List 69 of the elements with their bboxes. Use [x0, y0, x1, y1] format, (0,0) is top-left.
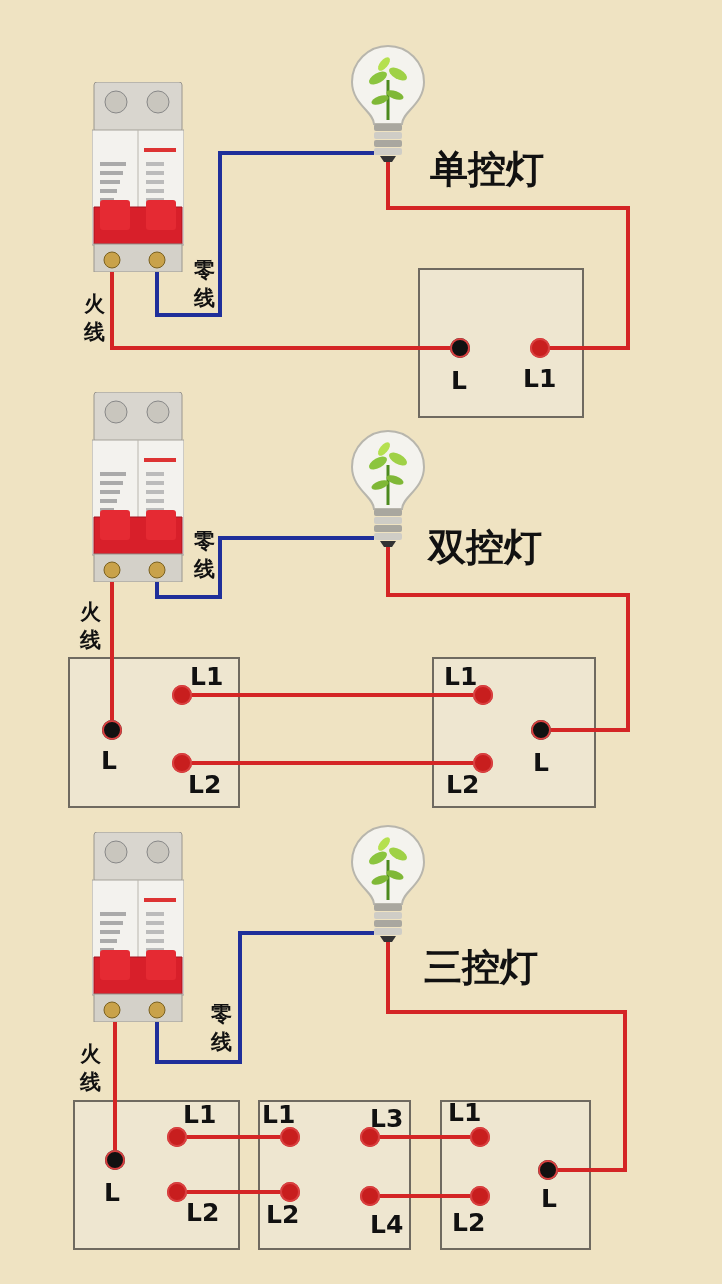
wire: [380, 1194, 470, 1198]
wire: [155, 151, 374, 317]
section-title: 三控灯: [424, 948, 538, 986]
switch-plate: [418, 268, 584, 418]
terminal-dot: [473, 753, 493, 773]
terminal-dot: [360, 1186, 380, 1206]
terminal-label: L4: [370, 1212, 404, 1237]
terminal-dot: [280, 1127, 300, 1147]
switch-plate: [440, 1100, 591, 1250]
terminal-label: L2: [186, 1200, 220, 1225]
wire: [386, 162, 630, 350]
switch-plate: [258, 1100, 411, 1250]
terminal-dot: [470, 1186, 490, 1206]
switch-plate: [432, 657, 596, 808]
wire: [192, 761, 473, 765]
terminal-label: L1: [523, 366, 557, 391]
switch-plate: [73, 1100, 240, 1250]
circuit-breaker-drawing: [92, 392, 184, 582]
terminal-label: L2: [452, 1210, 486, 1235]
terminal-label: L1: [183, 1102, 217, 1127]
wire-label: 零线: [194, 257, 216, 313]
terminal-dot: [102, 720, 122, 740]
terminal-label: L1: [448, 1100, 482, 1125]
wire: [386, 942, 627, 1172]
terminal-label: L3: [370, 1106, 404, 1131]
switch-plate: [68, 657, 240, 808]
wire: [110, 582, 114, 720]
wire-label: 火线: [80, 599, 102, 655]
terminal-dot: [167, 1182, 187, 1202]
terminal-label: L2: [446, 772, 480, 797]
terminal-dot: [105, 1150, 125, 1170]
section-title: 双控灯: [428, 528, 542, 566]
terminal-dot: [172, 753, 192, 773]
terminal-dot: [280, 1182, 300, 1202]
wire-label: 火线: [84, 291, 106, 347]
terminal-label: L: [104, 1180, 120, 1205]
terminal-label: L1: [262, 1102, 296, 1127]
terminal-label: L: [541, 1186, 557, 1211]
wire: [386, 547, 630, 732]
wire: [155, 931, 374, 1064]
wire-label: 零线: [211, 1001, 233, 1057]
terminal-dot: [530, 338, 550, 358]
section-title: 单控灯: [430, 150, 544, 188]
terminal-dot: [531, 720, 551, 740]
wire: [155, 536, 374, 599]
circuit-breaker-drawing: [92, 82, 184, 272]
terminal-label: L2: [188, 772, 222, 797]
wire: [380, 1135, 470, 1139]
terminal-label: L1: [190, 664, 224, 689]
terminal-dot: [450, 338, 470, 358]
terminal-label: L: [101, 748, 117, 773]
terminal-dot: [360, 1127, 380, 1147]
terminal-dot: [538, 1160, 558, 1180]
terminal-label: L2: [266, 1202, 300, 1227]
circuit-breaker-drawing: [92, 832, 184, 1022]
wire: [192, 693, 473, 697]
wire: [110, 272, 450, 350]
terminal-label: L1: [444, 664, 478, 689]
wire: [113, 1022, 117, 1150]
wire: [187, 1135, 280, 1139]
wire-label: 零线: [194, 528, 216, 584]
wire: [187, 1190, 280, 1194]
terminal-dot: [167, 1127, 187, 1147]
terminal-dot: [470, 1127, 490, 1147]
terminal-label: L: [451, 368, 467, 393]
wire-label: 火线: [80, 1041, 102, 1097]
terminal-dot: [172, 685, 192, 705]
terminal-dot: [473, 685, 493, 705]
terminal-label: L: [533, 750, 549, 775]
